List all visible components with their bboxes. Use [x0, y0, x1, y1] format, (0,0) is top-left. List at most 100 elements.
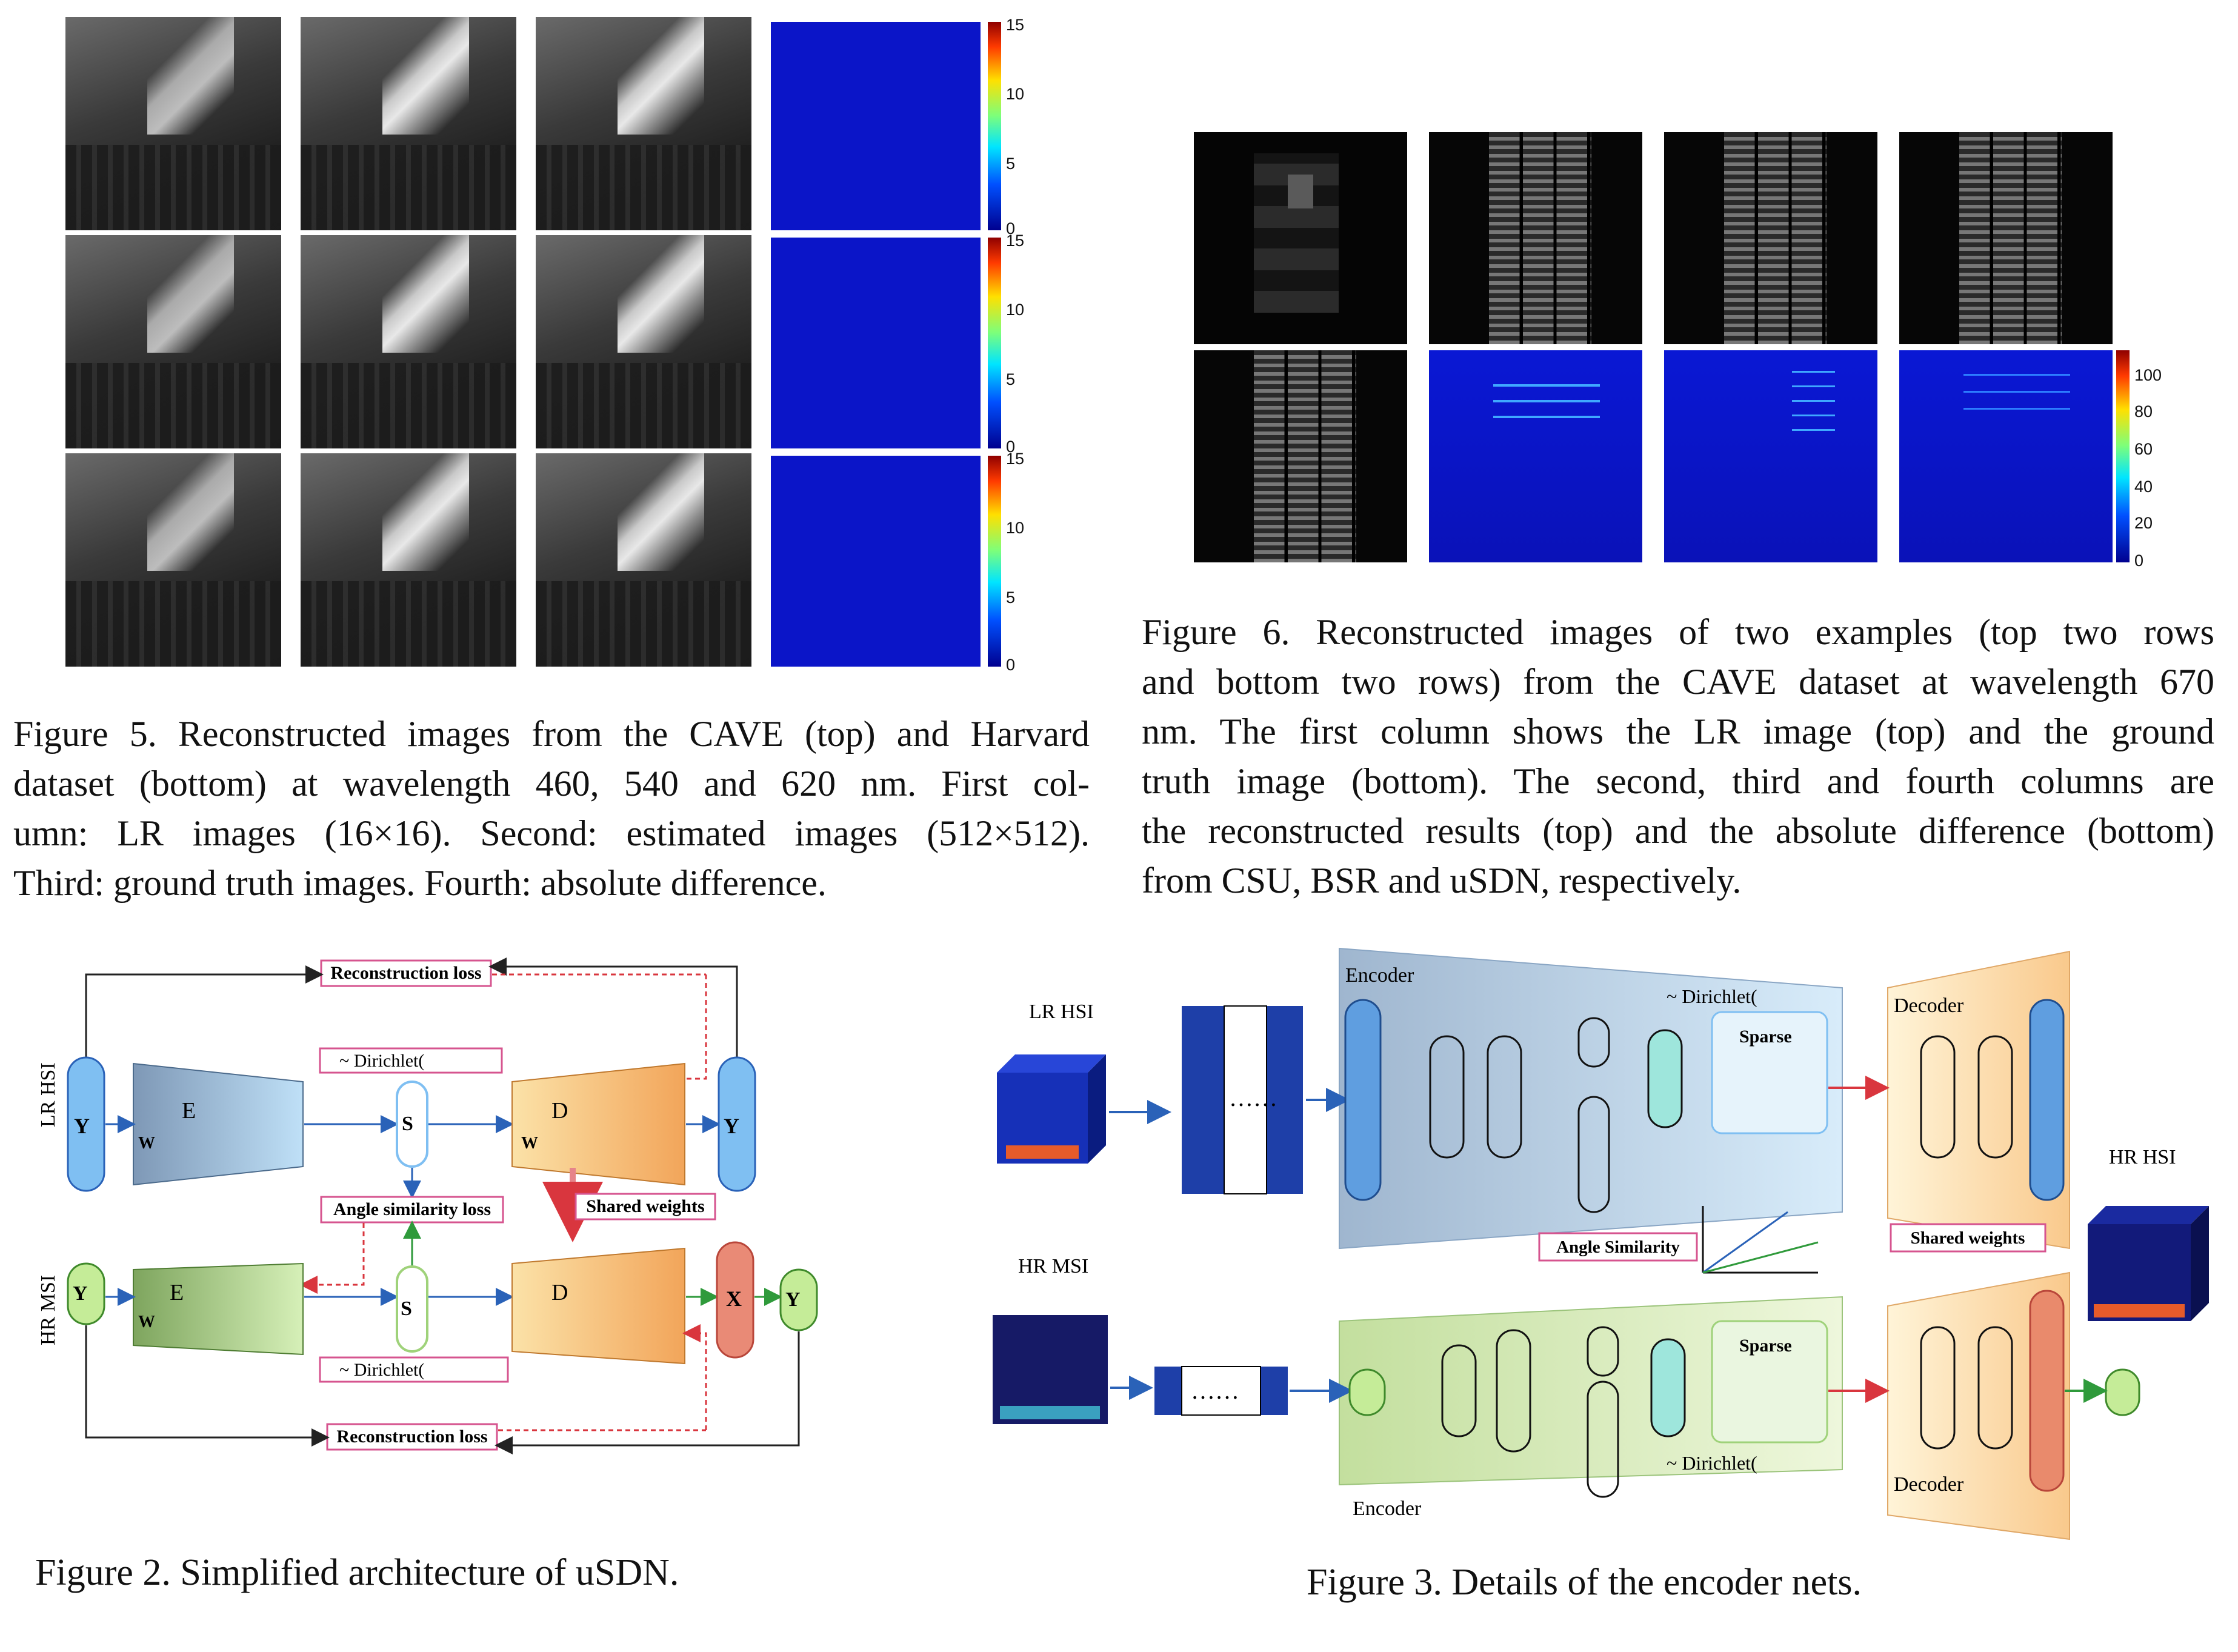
fig5-abs-diff-image-r1 [771, 22, 981, 230]
eh-weights: W [138, 1134, 155, 1153]
fig6-cb-tick: 40 [2134, 478, 2153, 496]
uh-node [1577, 1096, 1610, 1213]
fig5-lr-image-r3 [65, 453, 281, 667]
fig6-cb-tick: 0 [2134, 551, 2144, 570]
eh-encoder [133, 1062, 304, 1186]
fig6-ground-truth-image [1194, 350, 1407, 562]
fig5-colorbar-r3 [988, 456, 1001, 667]
yh-hat-node [2029, 999, 2065, 1201]
beta-m-node [1587, 1326, 1619, 1377]
dashed-arrow [299, 1223, 365, 1294]
hr-hsi-cube-side [2191, 1206, 2209, 1321]
sparse-m-box [1711, 1320, 1828, 1444]
dashed-arrow [665, 974, 707, 1088]
arrow [85, 1325, 330, 1447]
sparse-h-box [1711, 1011, 1828, 1134]
dir-h-label: ~ Dirichlet( [339, 1051, 424, 1071]
recon-loss-bottom-label: Reconstruction loss [336, 1427, 487, 1447]
top-matrix-dots: …… [1229, 1084, 1277, 1111]
dec-m-node [1977, 1326, 2013, 1450]
fig6-cb-tick: 20 [2134, 514, 2153, 532]
ym-node [67, 1262, 105, 1325]
ym-hat-node [779, 1268, 818, 1331]
shared-label: Shared weights [1911, 1228, 2025, 1248]
em-weights: W [138, 1313, 155, 1331]
lr-hsi-cube-side [1088, 1054, 1106, 1164]
fig5-cb-tick: 15 [1006, 450, 1025, 468]
fig5-cb-tick: 0 [1006, 656, 1016, 674]
x-node [2029, 1290, 2065, 1492]
x-label: X [726, 1287, 742, 1311]
angle-label: Angle Similarity [1556, 1237, 1680, 1257]
fig5-abs-diff-image-r3 [771, 456, 981, 667]
dir-m-label: ~ Dirichlet( [1667, 1452, 1757, 1474]
encoder-bottom-label: Encoder [1353, 1497, 1422, 1520]
lr-hsi-cube-top [997, 1054, 1106, 1073]
angle-vector-m [1702, 1241, 1819, 1274]
hidden-node [1496, 1329, 1531, 1453]
dm-label: D [551, 1280, 568, 1305]
fig6-usdn-result [1899, 132, 2113, 344]
fig5-cb-tick: 10 [1006, 519, 1025, 537]
fig5-ground-truth-image-r1 [536, 17, 751, 230]
fig5-cb-tick: 10 [1006, 301, 1025, 319]
ym-hat-label: Y [785, 1288, 801, 1311]
fig6-caption-line: and bottom two rows) from the CAVE datas… [1142, 662, 2214, 702]
beta-h-node [1577, 1017, 1610, 1068]
angle-vector-h [1702, 1211, 1788, 1274]
sh-node [396, 1081, 428, 1168]
ym-hat-node [2105, 1368, 2140, 1416]
hr-hsi-cube-top [2088, 1206, 2209, 1224]
encoder-top-label: Encoder [1345, 964, 1414, 987]
em-label: E [170, 1280, 184, 1305]
fig5-cb-tick: 0 [1006, 219, 1016, 238]
fig6-cb-tick: 80 [2134, 402, 2153, 421]
hidden-node [1487, 1035, 1522, 1159]
shared-weights-box [574, 1193, 716, 1221]
fig2-caption: Figure 2. Simplified architecture of uSD… [35, 1552, 679, 1593]
fig3-caption: Figure 3. Details of the encoder nets. [1307, 1562, 1862, 1603]
fig5-cb-tick: 0 [1006, 438, 1016, 456]
yh-label: Y [74, 1114, 90, 1138]
angle-loss-box [320, 1196, 504, 1224]
yh-node [67, 1056, 105, 1192]
fig5-caption-line: dataset (bottom) at wavelength 460, 540 … [13, 764, 1090, 804]
fig6-bsr-abs-diff [1664, 350, 1877, 562]
fig5-caption: Figure 5. Reconstructed images from the … [13, 709, 1090, 908]
fig6-caption-line: from CSU, BSR and uSDN, respectively. [1142, 861, 1742, 901]
hr-msi-bands [1000, 1406, 1100, 1419]
dir-m-label: ~ Dirichlet( [339, 1360, 424, 1380]
angle-box [1538, 1232, 1698, 1262]
fig5-colorbar-r1 [988, 22, 1001, 230]
lr-hsi-label: LR HSI [1029, 1001, 1094, 1023]
dm-decoder [511, 1247, 685, 1365]
fig6-usdn-abs-diff [1899, 350, 2113, 562]
fig5-cb-tick: 5 [1006, 370, 1016, 388]
sparse-bottom-label: Sparse [1739, 1336, 1792, 1356]
dh-label: D [551, 1098, 568, 1124]
recon-loss-top-label: Reconstruction loss [330, 963, 481, 983]
dec-h-node [1977, 1035, 2013, 1159]
lr-hsi-bands [1006, 1145, 1079, 1159]
lr-hsi-label: LR HSI [37, 1062, 59, 1127]
sparse-top-label: Sparse [1739, 1027, 1792, 1047]
dh-weights: W [521, 1134, 538, 1153]
fig5-cb-tick: 10 [1006, 85, 1025, 103]
yh-node [1344, 999, 1382, 1201]
fig6-caption-line: nm. The first column shows the LR image … [1142, 711, 2214, 751]
hr-msi-label: HR MSI [37, 1275, 59, 1345]
fig5-cb-tick: 15 [1006, 16, 1025, 34]
fig5-ground-truth-image-r2 [536, 235, 751, 448]
ym-node [1348, 1368, 1386, 1416]
dec-h-node [1920, 1035, 1956, 1159]
fig5-cb-tick: 15 [1006, 231, 1025, 250]
sm-node [396, 1265, 428, 1353]
fig5-caption-line: Third: ground truth images. Fourth: abso… [13, 863, 827, 903]
fig5-lr-image-r2 [65, 235, 281, 448]
fig6-caption-line: truth image (bottom). The second, third … [1142, 761, 2214, 801]
fig5-ground-truth-image-r3 [536, 453, 751, 667]
shared-box [1890, 1223, 2047, 1253]
ym-label: Y [73, 1282, 88, 1305]
yh-hat-node [718, 1056, 756, 1192]
decoder-bottom-label: Decoder [1894, 1473, 1964, 1496]
